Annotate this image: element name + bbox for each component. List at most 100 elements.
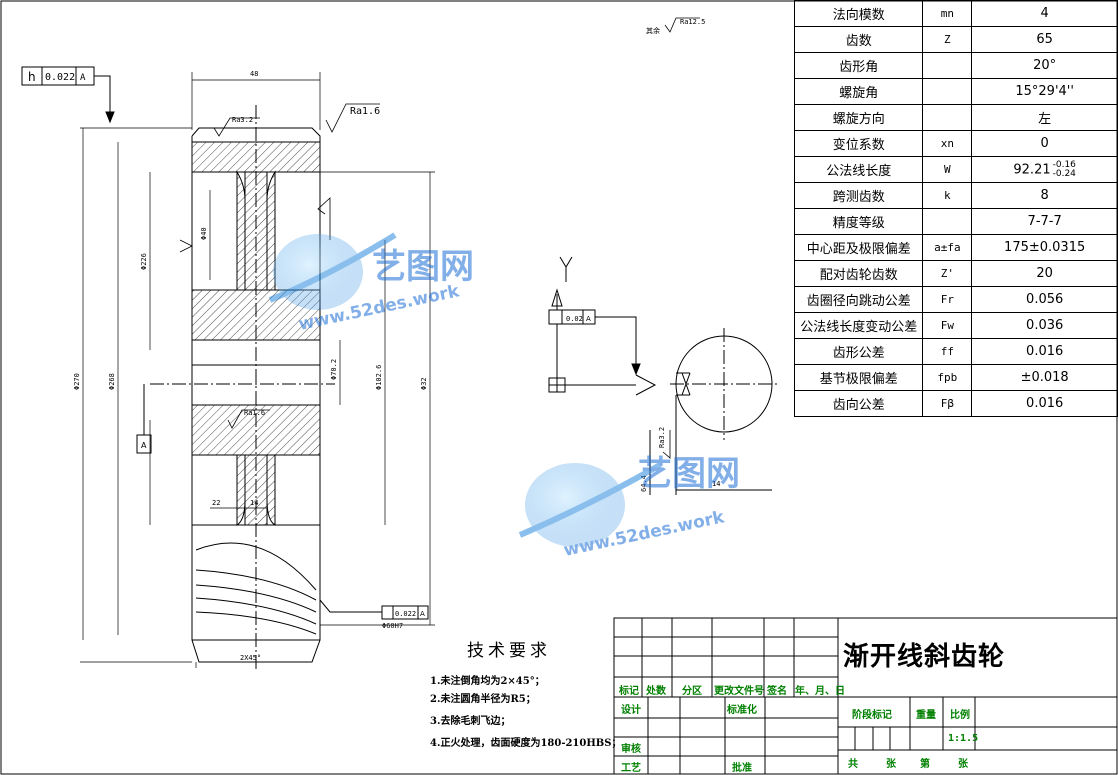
title-block-grid	[613, 617, 1118, 775]
dimension-texts: 48 Φ270 Φ268 Φ226 Φ40 Φ70.2 Φ102.6 Φ32 2…	[73, 70, 428, 662]
param-value: 0.036	[971, 312, 1118, 339]
dim-width: 48	[250, 70, 258, 78]
param-symbol: Z	[922, 26, 973, 53]
param-symbol: ff	[922, 338, 973, 365]
dim-d3: Φ226	[140, 253, 148, 270]
gdt-frame-bottom	[319, 599, 429, 620]
param-symbol: mn	[922, 0, 973, 27]
dim-d1: Φ270	[73, 373, 81, 390]
dim-web-width: 14	[250, 499, 258, 507]
tb-sheet-unit-2: 张	[958, 759, 968, 770]
gdt-bottom-datum: A	[420, 610, 425, 618]
gdt-keyway-datum: A	[586, 315, 591, 323]
tb-scale: 1:1.5	[948, 733, 979, 744]
param-name: 齿形角	[793, 52, 924, 79]
param-name: 公法线长度	[793, 156, 924, 183]
tb-ratio: 比例	[950, 710, 970, 721]
param-name: 齿数	[793, 26, 924, 53]
param-value: 65	[971, 26, 1118, 53]
dim-hub-width: 22	[212, 499, 220, 507]
tech-item-4: 4.正火处理，齿面硬度为180-210HBS；	[430, 738, 622, 749]
param-name: 变位系数	[793, 130, 924, 157]
tb-stage-mark: 阶段标记	[852, 710, 892, 721]
param-symbol	[922, 208, 973, 235]
tb-change-doc: 更改文件号	[714, 686, 764, 697]
param-value-main: 92.21	[1013, 162, 1051, 177]
tb-sheet-no: 第	[920, 759, 930, 770]
tb-mark: 标记	[619, 686, 639, 697]
dim-d7: Φ32	[420, 377, 428, 390]
param-name: 螺旋方向	[793, 104, 924, 131]
dim-bore: Φ60H7	[382, 622, 403, 630]
dim-d5: Φ70.2	[330, 359, 338, 380]
roughness-top: Ra1.6	[350, 106, 380, 117]
dim-chamfer: 2X45°	[240, 654, 261, 662]
gdt-keyway-value: 0.02	[566, 315, 583, 323]
param-value: 92.21-0.16-0.24	[971, 156, 1118, 183]
param-name: 螺旋角	[793, 78, 924, 105]
tech-item-1: 1.未注倒角均为2×45°；	[430, 676, 545, 687]
datum-a-label: A	[141, 441, 147, 450]
param-name: 齿形公差	[793, 338, 924, 365]
tech-item-3: 3.去除毛刺飞边；	[430, 716, 511, 727]
roughness-hub: Ra1.6	[244, 409, 265, 417]
tb-count: 处数	[646, 686, 666, 697]
param-value: 0	[971, 130, 1118, 157]
param-symbol: xn	[922, 130, 973, 157]
dim-key-width: 14	[712, 480, 720, 488]
w-tol-lower: -0.24	[1052, 168, 1076, 179]
tb-date: 年、月、日	[795, 686, 845, 697]
param-value: 15°29'4''	[971, 78, 1118, 105]
roughness-rim: Ra3.2	[232, 116, 253, 124]
gdt-left-datum: A	[80, 73, 86, 83]
gear-section-view	[150, 105, 335, 672]
roughness-rest-value: Ra12.5	[680, 18, 705, 26]
tb-sheet-total: 共	[848, 759, 858, 770]
gdt-frame-left	[21, 66, 115, 124]
tb-zone: 分区	[682, 686, 702, 697]
param-symbol	[922, 52, 973, 79]
param-name: 基节极限偏差	[793, 364, 924, 391]
param-symbol: Fw	[922, 312, 973, 339]
param-value: 0.056	[971, 286, 1118, 313]
w-tolerance: -0.16-0.24	[1052, 159, 1076, 179]
dim-d4: Φ102.6	[375, 365, 383, 390]
param-symbol	[922, 78, 973, 105]
tb-sign: 签名	[767, 686, 787, 697]
param-value: 7-7-7	[971, 208, 1118, 235]
param-symbol: Fr	[922, 286, 973, 313]
param-name: 齿向公差	[793, 390, 924, 417]
param-value: 左	[971, 104, 1118, 131]
tb-standard: 标准化	[727, 705, 757, 716]
watermark-1: 艺图网 www.52des.work	[268, 232, 474, 335]
param-symbol: fpb	[922, 364, 973, 391]
roughness-rest-label: 其余	[646, 26, 660, 35]
dim-d6: Φ40	[200, 227, 208, 240]
param-name: 中心距及极限偏差	[793, 234, 924, 261]
w-tol-upper: -0.16	[1052, 159, 1076, 170]
param-symbol: a±fa	[922, 234, 973, 261]
param-value: 20	[971, 260, 1118, 287]
param-name: 法向模数	[793, 0, 924, 27]
param-name: 配对齿轮齿数	[793, 260, 924, 287]
param-value: 8	[971, 182, 1118, 209]
param-name: 跨测齿数	[793, 182, 924, 209]
dim-d2: Φ268	[108, 373, 116, 390]
param-name: 公法线长度变动公差	[793, 312, 924, 339]
tb-review: 审核	[621, 744, 641, 755]
roughness-marks	[179, 17, 700, 459]
tb-sheet-unit-1: 张	[886, 759, 896, 770]
